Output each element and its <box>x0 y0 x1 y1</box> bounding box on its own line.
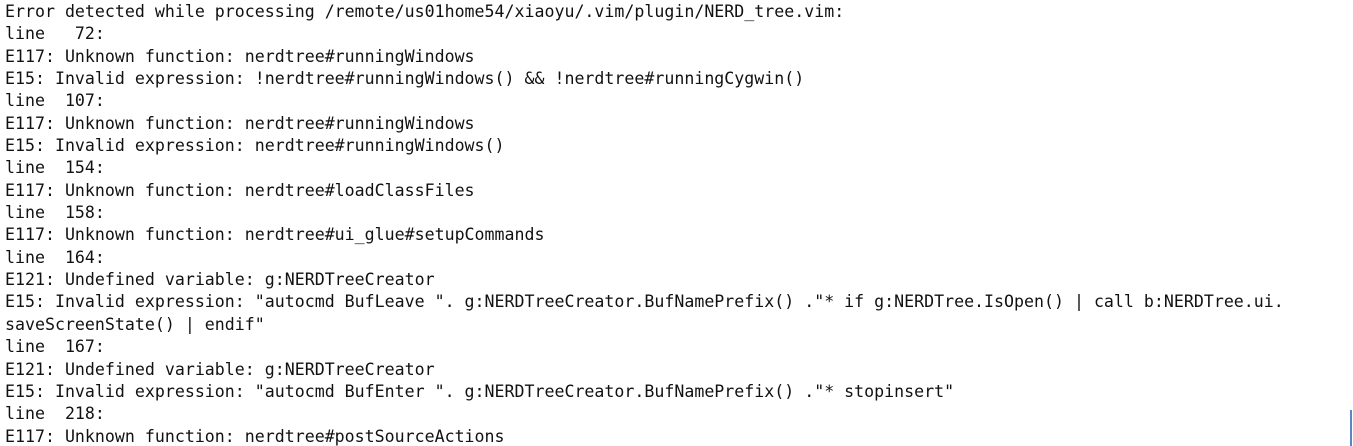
output-line: line 158: <box>5 203 105 223</box>
output-line: Error detected while processing /remote/… <box>5 2 845 21</box>
output-line: line 167: <box>5 337 105 357</box>
output-line: E117: Unknown function: nerdtree#postSou… <box>5 426 505 446</box>
output-line: E15: Invalid expression: nerdtree#runnin… <box>5 136 505 156</box>
output-line: line 218: <box>5 404 105 424</box>
output-line: E15: Invalid expression: !nerdtree#runni… <box>5 69 805 89</box>
output-line: E117: Unknown function: nerdtree#running… <box>5 46 475 66</box>
output-line: saveScreenState() | endif" <box>5 314 265 334</box>
output-line: E15: Invalid expression: "autocmd BufLea… <box>5 292 1284 312</box>
terminal-edge-marker <box>1350 410 1352 446</box>
output-line: E121: Undefined variable: g:NERDTreeCrea… <box>5 359 435 379</box>
output-line: E117: Unknown function: nerdtree#loadCla… <box>5 180 475 200</box>
output-line: line 164: <box>5 247 105 267</box>
output-line: E117: Unknown function: nerdtree#ui_glue… <box>5 225 545 245</box>
output-line: E15: Invalid expression: "autocmd BufEnt… <box>5 381 955 401</box>
output-line: E121: Undefined variable: g:NERDTreeCrea… <box>5 270 435 290</box>
output-line: line 107: <box>5 91 105 111</box>
output-line: line 72: <box>5 24 105 44</box>
output-line: line 154: <box>5 158 105 178</box>
output-line: E117: Unknown function: nerdtree#running… <box>5 113 475 133</box>
